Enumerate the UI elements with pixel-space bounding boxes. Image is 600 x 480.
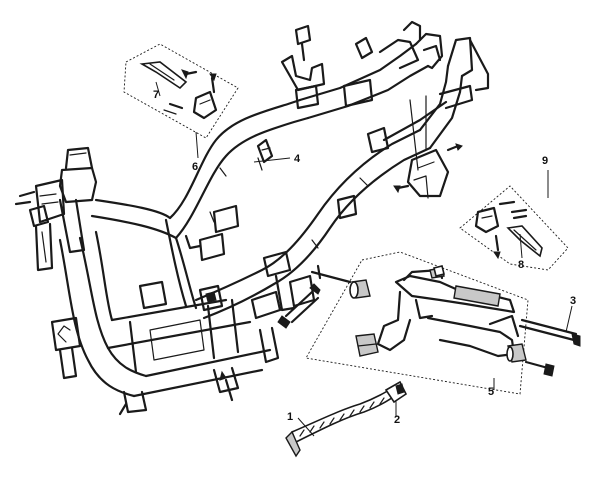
callout-8: 8 [518, 259, 524, 271]
flex-pipe-part [285, 380, 408, 458]
callout-4: 4 [294, 153, 301, 165]
callout-9: 9 [542, 155, 548, 167]
callout-6: 6 [192, 161, 198, 173]
callout-3: 3 [570, 295, 576, 307]
side-bracket-part [393, 143, 463, 198]
callout-labels: 1 2 3 4 5 6 7 8 9 [153, 89, 576, 426]
callout-2: 2 [394, 414, 400, 426]
inset-box-9 [459, 185, 569, 271]
inset-box-6 [123, 43, 239, 139]
main-frame [14, 20, 490, 416]
floor-section [106, 298, 280, 416]
frame-mounts [138, 20, 474, 320]
tube-clips [209, 157, 369, 249]
swing-arm-assembly [305, 251, 581, 395]
steering-head [14, 146, 98, 272]
leader-lines [155, 81, 573, 437]
spine-tubes [90, 32, 490, 320]
callout-5: 5 [488, 386, 494, 398]
upper-bracket-part [280, 24, 326, 92]
down-tubes [50, 230, 148, 398]
frame-rod-part [277, 283, 321, 329]
callout-7: 7 [153, 89, 159, 101]
callout-1: 1 [287, 411, 293, 423]
